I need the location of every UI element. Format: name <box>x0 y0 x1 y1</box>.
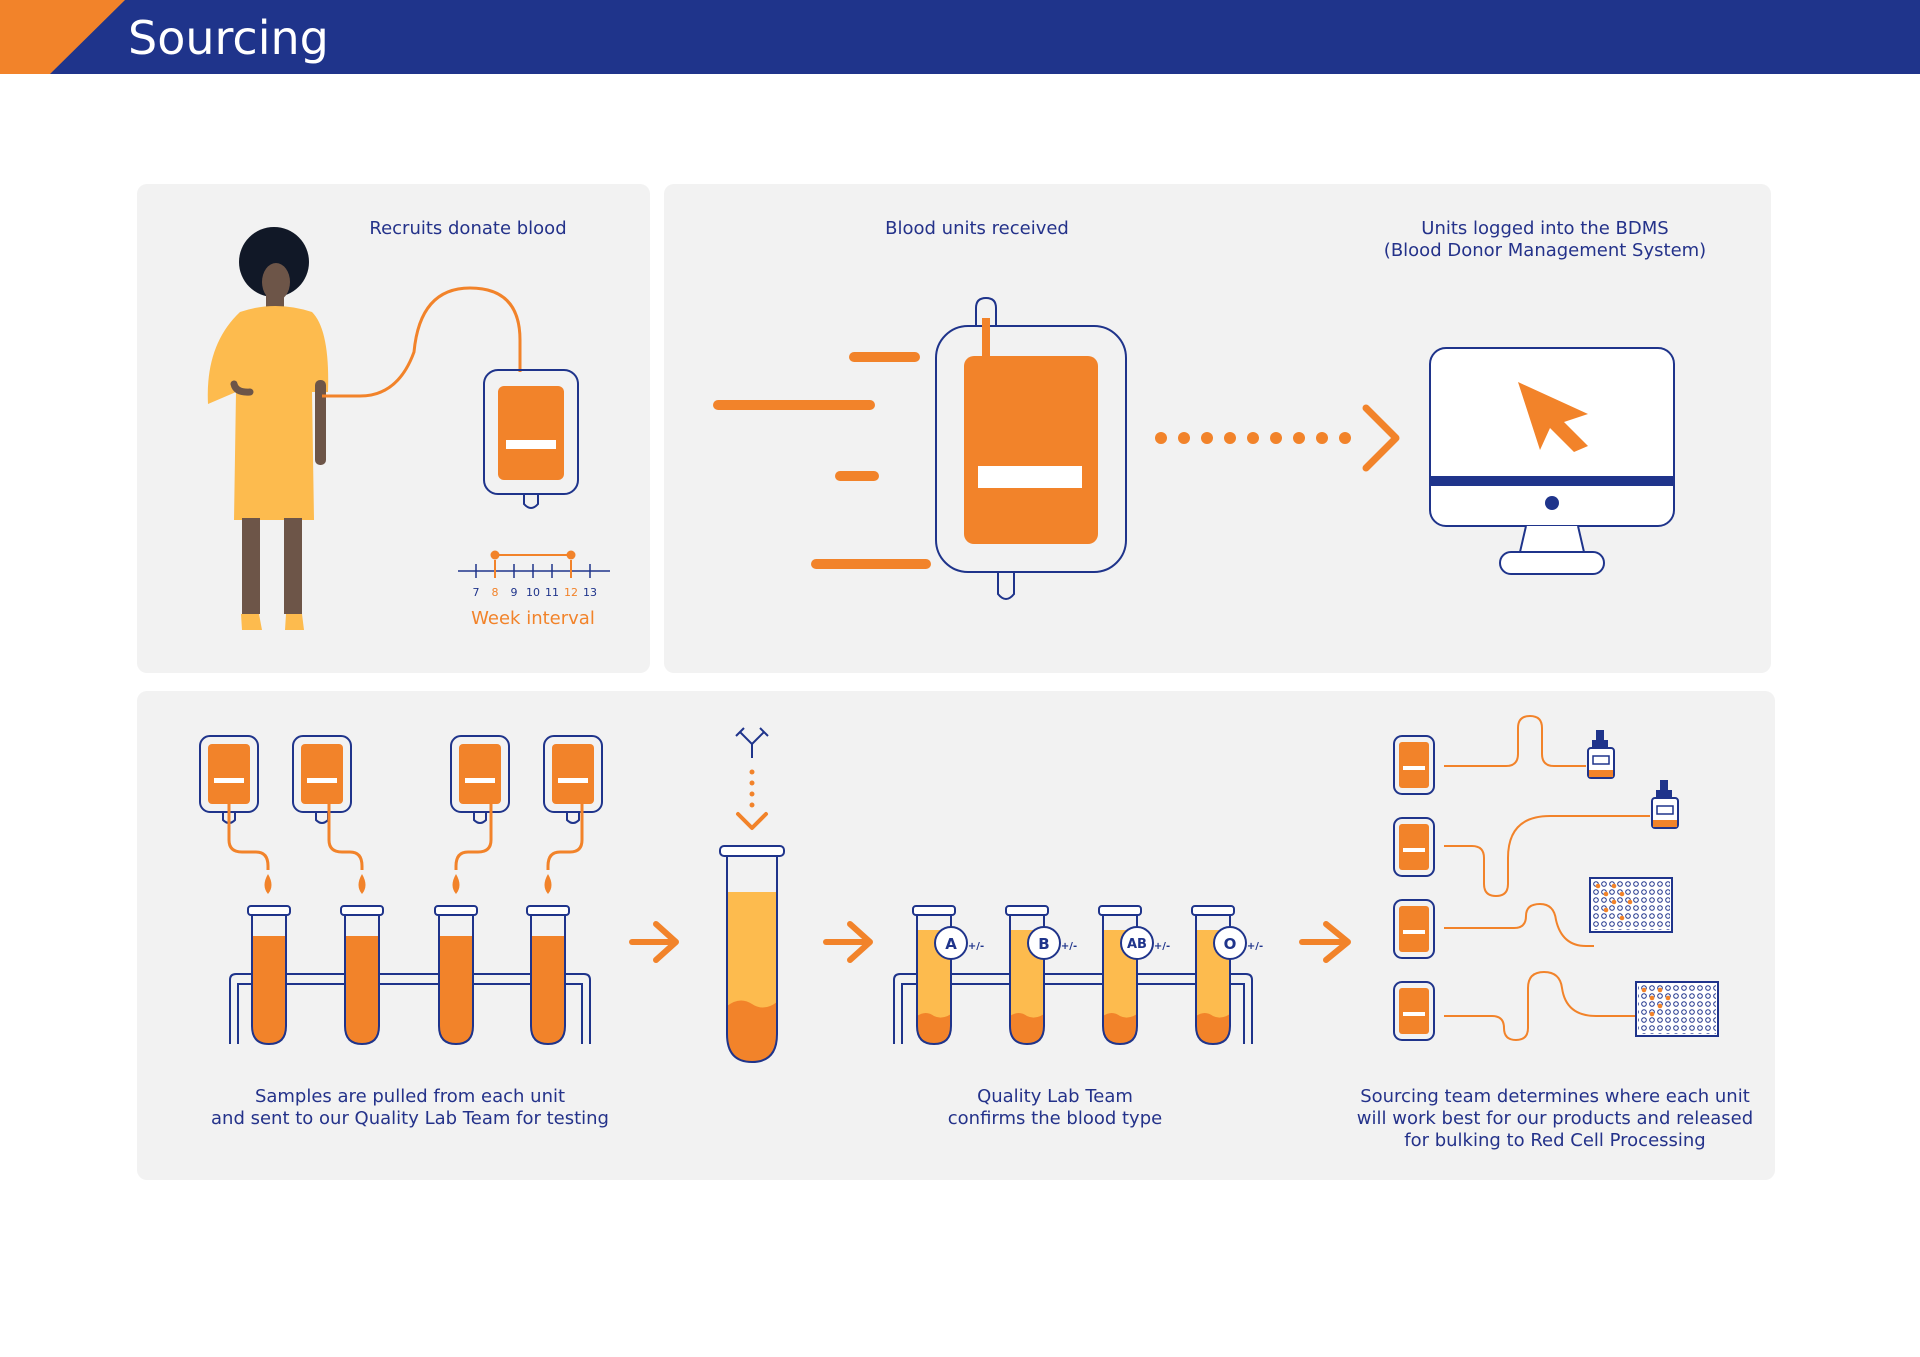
antibody-icon <box>735 727 769 758</box>
sample-bags <box>199 735 603 894</box>
blood-type-tube-a: A +/- <box>912 905 984 1046</box>
week-tick-label: 12 <box>564 586 578 599</box>
blood-type-tube-b: B +/- <box>1005 905 1077 1046</box>
blood-type-tube-o: O +/- <box>1191 905 1263 1046</box>
sourcing-caption-line1: Sourcing team determines where each unit <box>1360 1086 1750 1107</box>
dotted-arrow <box>1155 404 1400 472</box>
samples-caption-line1: Samples are pulled from each unit <box>254 1086 566 1107</box>
lab-caption-line2: confirms the blood type <box>947 1108 1163 1129</box>
rh-label: +/- <box>1061 941 1077 952</box>
header-bar: Sourcing <box>0 0 1920 74</box>
donor-person-icon <box>207 227 329 630</box>
donation-tube <box>322 286 522 398</box>
recruits-caption: Recruits donate blood <box>369 218 567 239</box>
week-interval-caption: Week interval <box>471 608 595 629</box>
arrow-right-icon <box>823 921 873 963</box>
rh-label: +/- <box>1154 941 1170 952</box>
blood-type-label: B <box>1038 935 1049 953</box>
sourcing-caption-line3: for bulking to Red Cell Processing <box>1404 1130 1706 1151</box>
sourcing-caption-line2: will work best for our products and rele… <box>1356 1108 1754 1129</box>
received-caption: Blood units received <box>885 218 1069 239</box>
sourcing-bags <box>1393 714 1650 1042</box>
large-test-tube-icon <box>719 845 785 1064</box>
arrow-right-icon <box>629 921 679 963</box>
blood-type-label: A <box>945 935 957 953</box>
microplate-icon <box>1635 981 1719 1037</box>
lab-caption-line1: Quality Lab Team <box>977 1086 1133 1107</box>
logged-caption-line2: (Blood Donor Management System) <box>1383 240 1707 261</box>
arrow-right-icon <box>1299 921 1351 963</box>
rh-label: +/- <box>968 941 984 952</box>
week-tick-label: 13 <box>583 586 597 599</box>
header-accent-shape <box>0 0 125 74</box>
week-interval-timeline: 7 8 9 10 11 12 13 <box>458 550 610 599</box>
reagent-bottle-icon <box>1651 780 1679 829</box>
page-title: Sourcing <box>128 11 329 65</box>
computer-monitor-icon <box>1429 347 1675 575</box>
blood-type-tube-ab: AB +/- <box>1098 905 1170 1046</box>
motion-lines <box>713 352 931 569</box>
samples-caption-line2: and sent to our Quality Lab Team for tes… <box>211 1108 609 1129</box>
week-tick-label: 8 <box>492 586 499 599</box>
cursor-icon <box>1518 382 1588 452</box>
blood-type-label: O <box>1224 935 1237 953</box>
blood-type-label: AB <box>1127 937 1147 952</box>
blood-bag-icon <box>483 369 579 509</box>
week-tick-label: 11 <box>545 586 559 599</box>
blood-type-rack <box>893 973 1253 1044</box>
microplate-icon <box>1589 877 1673 933</box>
logged-caption-line1: Units logged into the BDMS <box>1421 218 1669 239</box>
week-tick-label: 9 <box>511 586 518 599</box>
week-tick-label: 10 <box>526 586 540 599</box>
large-blood-bag-icon <box>935 296 1127 600</box>
test-tube-rack <box>229 905 591 1046</box>
panel-recruits <box>137 184 650 673</box>
dotted-down-arrow <box>736 769 768 830</box>
rh-label: +/- <box>1247 941 1263 952</box>
reagent-bottle-icon <box>1587 730 1615 779</box>
week-tick-label: 7 <box>473 586 480 599</box>
